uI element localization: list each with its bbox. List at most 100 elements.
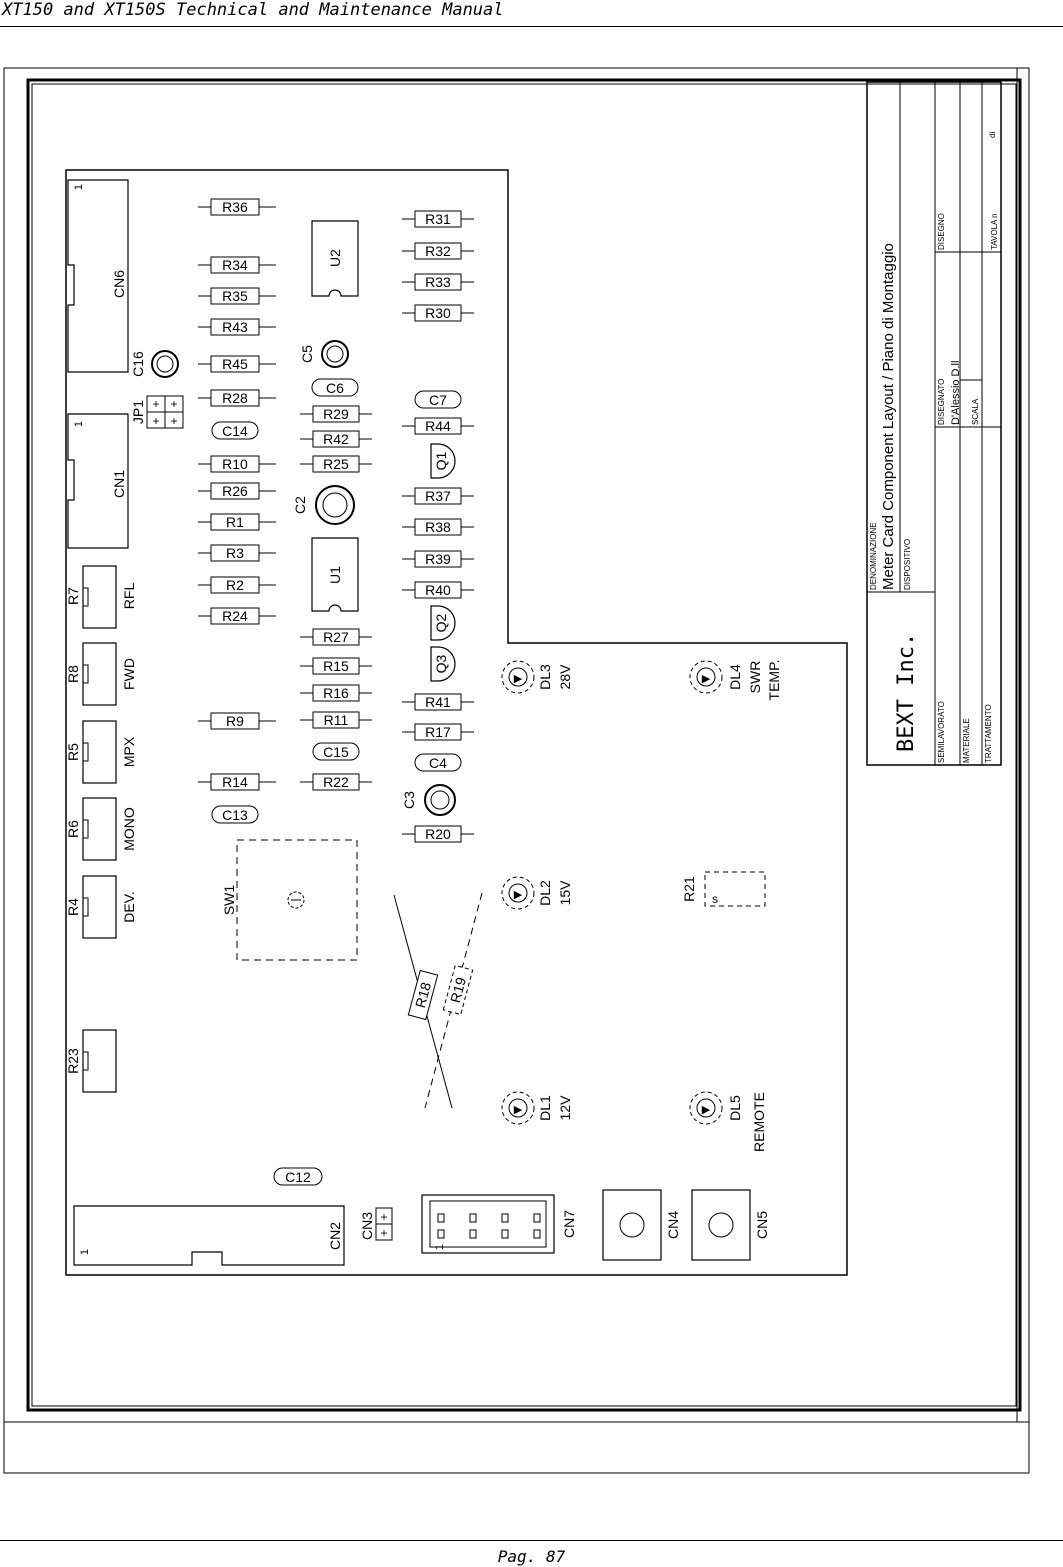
resistor-r24: R24 (198, 607, 276, 625)
svg-text:R30: R30 (425, 305, 451, 321)
r5-label: R5 (65, 743, 81, 761)
transistor-q1: Q1 (430, 443, 456, 479)
capacitor-c4: C4 (414, 753, 462, 772)
svg-text:R10: R10 (222, 456, 248, 472)
r23-label: R23 (65, 1048, 81, 1074)
trimmer-r6: R6 MONO (65, 797, 137, 861)
resistor-r41: R41 (402, 693, 474, 711)
trimmer-r23: R23 (65, 1029, 117, 1093)
svg-text:R35: R35 (222, 288, 248, 304)
resistor-r44: R44 (402, 417, 474, 435)
resistor-r38: R38 (402, 518, 474, 536)
svg-text:R42: R42 (323, 431, 349, 447)
svg-text:CN4: CN4 (665, 1211, 681, 1239)
svg-text:R3: R3 (226, 545, 244, 561)
led-dl3: ▶ DL3 28V (501, 660, 573, 694)
svg-text:1: 1 (79, 1249, 91, 1255)
svg-text:15V: 15V (557, 880, 573, 906)
svg-text:R37: R37 (425, 488, 451, 504)
svg-text:CN3: CN3 (359, 1212, 375, 1240)
capacitor-c12: C12 (273, 1167, 323, 1186)
svg-text:▶: ▶ (702, 1104, 711, 1116)
company-name: BEXT Inc. (894, 633, 919, 752)
resistor-r39: R39 (402, 550, 474, 568)
resistor-r34: R34 (198, 256, 276, 274)
svg-text:R11: R11 (324, 712, 349, 728)
resistor-r15: R15 (300, 657, 372, 675)
title-block: DENOMINAZIONE Meter Card Component Layou… (866, 81, 1002, 766)
dispositivo-label: DISPOSITIVO (903, 539, 912, 590)
connector-cn4: CN4 (602, 1189, 681, 1261)
r8-name: FWD (121, 658, 137, 690)
svg-text:DL2: DL2 (537, 880, 553, 906)
svg-text:R25: R25 (323, 456, 349, 472)
r4-name: DEV. (121, 891, 137, 922)
svg-text:R44: R44 (425, 418, 451, 434)
resistor-r42: R42 (300, 430, 372, 448)
svg-text:R40: R40 (425, 582, 451, 598)
resistor-r26: R26 (198, 482, 276, 500)
svg-text:R2: R2 (226, 577, 244, 593)
cn6-label: CN6 (111, 270, 127, 298)
cn1-label: CN1 (111, 470, 127, 498)
resistor-r31: R31 (402, 210, 474, 228)
svg-text:R33: R33 (425, 274, 451, 290)
outer-frame (3, 67, 1030, 1474)
svg-text:R1: R1 (226, 514, 244, 530)
svg-text:DL1: DL1 (537, 1095, 553, 1121)
footer-divider (0, 1540, 1063, 1541)
svg-text:s: s (712, 892, 718, 906)
svg-text:R24: R24 (222, 608, 248, 624)
svg-text:DL3: DL3 (537, 664, 553, 690)
svg-text:C15: C15 (323, 744, 349, 760)
svg-text:R32: R32 (425, 243, 451, 259)
svg-text:SWR: SWR (747, 661, 763, 694)
resistor-r10: R10 (198, 455, 276, 473)
svg-text:REMOTE: REMOTE (751, 1092, 767, 1152)
materiale-label: MATERIALE (962, 718, 971, 763)
r8-label: R8 (65, 665, 81, 683)
capacitor-c7: C7 (414, 390, 462, 409)
ic-u2: U2 (311, 220, 359, 297)
resistor-r20: R20 (402, 825, 474, 843)
svg-text:+: + (170, 397, 177, 411)
svg-text:R20: R20 (425, 826, 451, 842)
switch-sw1: SW1 (221, 839, 358, 961)
svg-text:CN2: CN2 (327, 1222, 343, 1250)
svg-text:1: 1 (434, 1244, 446, 1250)
svg-text:Q3: Q3 (433, 654, 449, 673)
jp1-label: JP1 (130, 400, 146, 424)
svg-text:C4: C4 (429, 755, 447, 771)
svg-text:R29: R29 (323, 406, 349, 422)
jumper-jp1: + + + + JP1 (130, 395, 184, 429)
drawing-frame (26, 78, 1022, 1412)
svg-text:+: + (380, 1226, 387, 1240)
svg-text:R39: R39 (425, 551, 451, 567)
resistor-r17: R17 (402, 723, 474, 741)
svg-text:R38: R38 (425, 519, 451, 535)
svg-text:C6: C6 (326, 380, 344, 396)
capacitor-c3: C3 (401, 784, 456, 816)
resistor-r27: R27 (300, 628, 372, 646)
svg-text:R19: R19 (447, 975, 469, 1004)
svg-text:R36: R36 (222, 199, 248, 215)
svg-text:R28: R28 (222, 390, 248, 406)
scala-label: SCALA (971, 398, 980, 425)
r7-label: R7 (65, 587, 81, 605)
svg-text:R18: R18 (412, 980, 434, 1009)
svg-text:R31: R31 (425, 211, 451, 227)
svg-text:Q2: Q2 (433, 613, 449, 632)
resistor-r16: R16 (300, 684, 372, 702)
svg-text:U1: U1 (327, 566, 343, 584)
resistor-r3: R3 (198, 544, 276, 562)
trattamento-label: TRATTAMENTO (984, 704, 993, 763)
r6-label: R6 (65, 820, 81, 838)
connector-cn1: CN1 1 (67, 413, 129, 549)
svg-text:C7: C7 (429, 392, 447, 408)
resistor-r35: R35 (198, 287, 276, 305)
resistor-r28: R28 (198, 389, 276, 407)
connector-cn6: CN6 1 (67, 179, 129, 373)
capacitor-c2: C2 (292, 485, 355, 525)
resistor-r36: R36 (198, 198, 276, 216)
